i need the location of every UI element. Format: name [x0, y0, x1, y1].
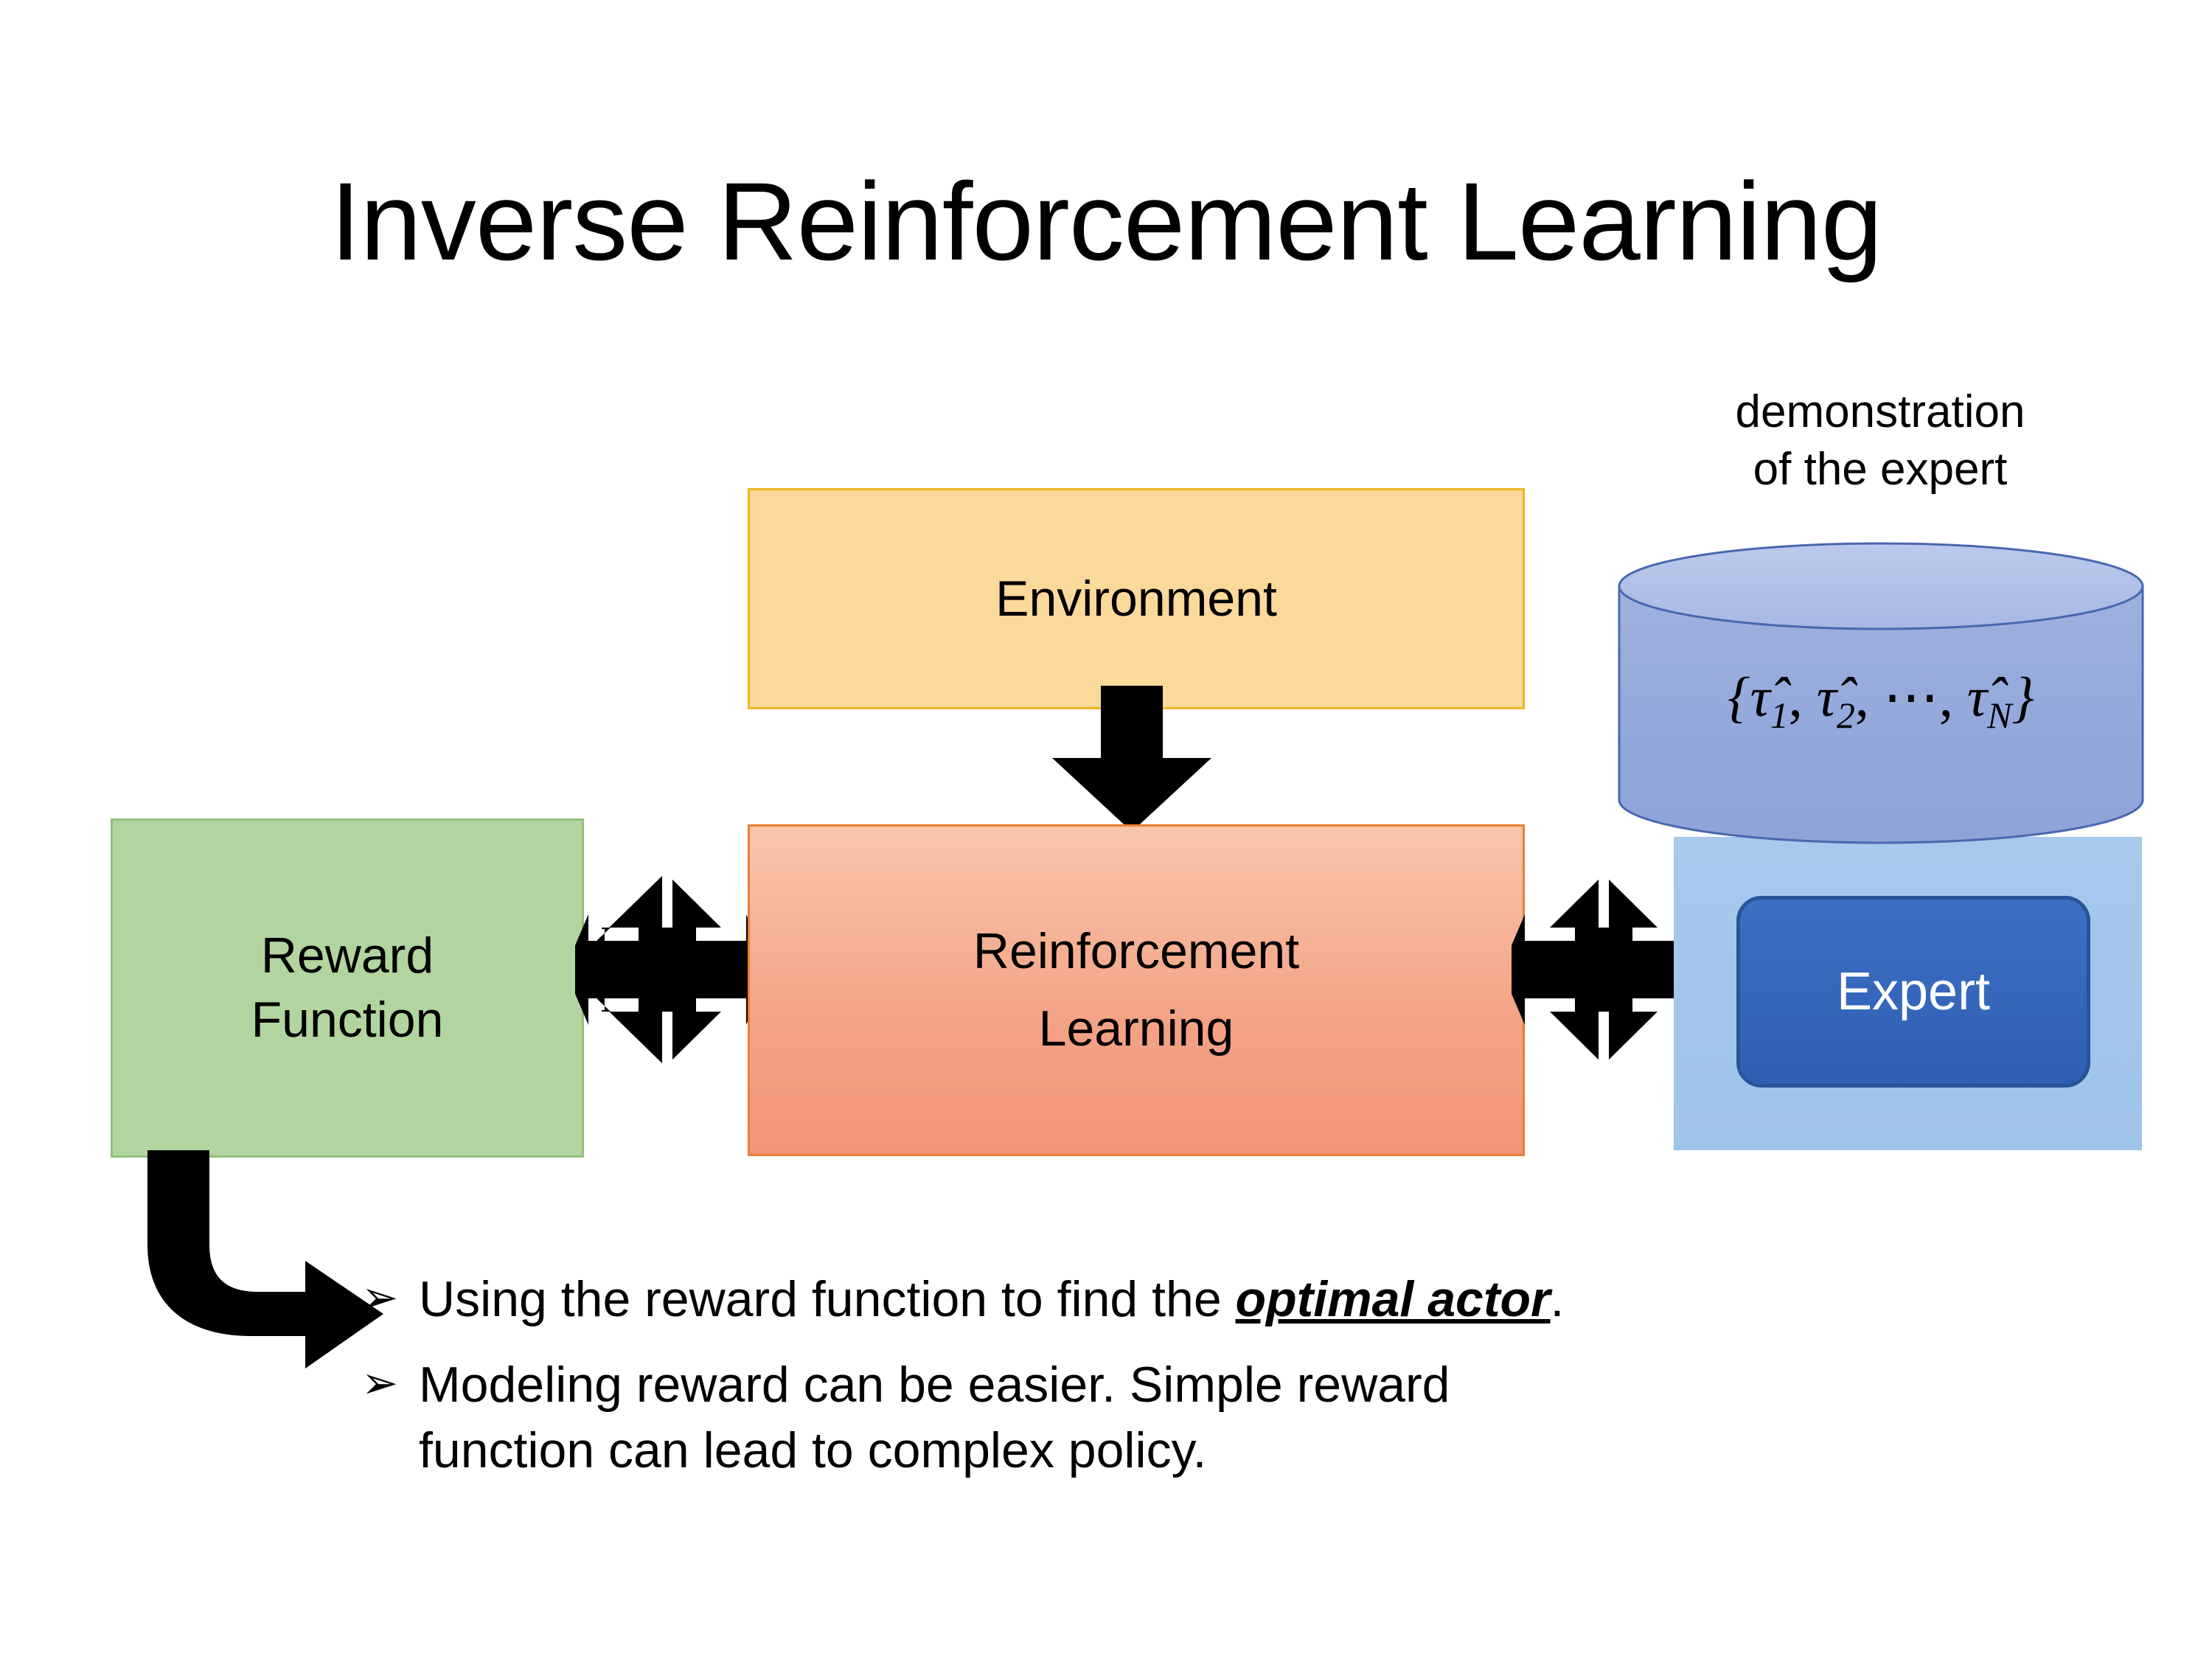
node-reward-function-label-line2: Function [251, 992, 444, 1048]
list-item: ➢ Modeling reward can be easier. Simple … [361, 1352, 2131, 1483]
tau-1-sub: 1 [1770, 695, 1789, 737]
bullet-2-line2: function can lead to complex policy. [419, 1422, 1207, 1478]
bullet-1-prefix: Using the reward function to find the [419, 1271, 1236, 1327]
list-item: ➢ Using the reward function to find the … [361, 1267, 2131, 1332]
brace-close: } [2011, 667, 2034, 728]
bullet-1-emphasis: optimal actor [1235, 1271, 1551, 1327]
trajectory-set-label: {τ̂1, τ̂2, ⋯, τ̂N} [1616, 664, 2146, 737]
arrow-reward-to-bullets [147, 1150, 383, 1368]
node-reinforcement-learning-label-line2: Learning [1038, 1001, 1234, 1057]
node-reinforcement-learning[interactable]: Reinforcement Learning [748, 824, 1525, 1156]
bullet-2-text: Modeling reward can be easier. Simple re… [419, 1352, 2131, 1483]
node-reinforcement-learning-label-line1: Reinforcement [973, 922, 1300, 979]
bullet-1-suffix: . [1550, 1271, 1565, 1327]
demonstration-cylinder [1616, 542, 2146, 844]
arrow-environment-to-rl [1052, 686, 1211, 832]
bullet-arrow-icon: ➢ [361, 1358, 399, 1408]
tau-1: τ̂ [1750, 667, 1770, 728]
demonstration-caption-line1: demonstration [1735, 386, 2025, 437]
node-reward-function[interactable]: Reward Function [111, 818, 584, 1158]
demonstration-caption: demonstration of the expert [1600, 383, 2160, 498]
node-expert[interactable]: Expert [1736, 896, 2090, 1088]
node-expert-label: Expert [1836, 962, 1991, 1021]
demonstration-caption-line2: of the expert [1753, 443, 2008, 495]
bullet-1-text: Using the reward function to find the op… [419, 1267, 2131, 1332]
node-environment[interactable]: Environment [748, 488, 1525, 709]
sep-1: , [1788, 667, 1817, 728]
page-title: Inverse Reinforcement Learning [330, 159, 1883, 283]
tau-2: τ̂ [1816, 667, 1837, 728]
arrow-reward-to-rl [575, 870, 759, 1069]
tau-2-sub: 2 [1836, 695, 1855, 737]
bullet-arrow-icon: ➢ [361, 1273, 399, 1322]
node-reward-function-label-line1: Reward [260, 927, 434, 984]
sep-2: , ⋯, [1854, 667, 1967, 728]
brace-open: { [1728, 667, 1750, 728]
bullet-2-line1: Modeling reward can be easier. Simple re… [419, 1357, 1450, 1413]
node-environment-label: Environment [995, 571, 1277, 627]
bullet-list: ➢ Using the reward function to find the … [361, 1267, 2131, 1483]
tau-n: τ̂ [1966, 667, 1988, 728]
tau-n-sub: N [1987, 695, 2012, 737]
arrow-rl-to-expert [1512, 870, 1696, 1069]
